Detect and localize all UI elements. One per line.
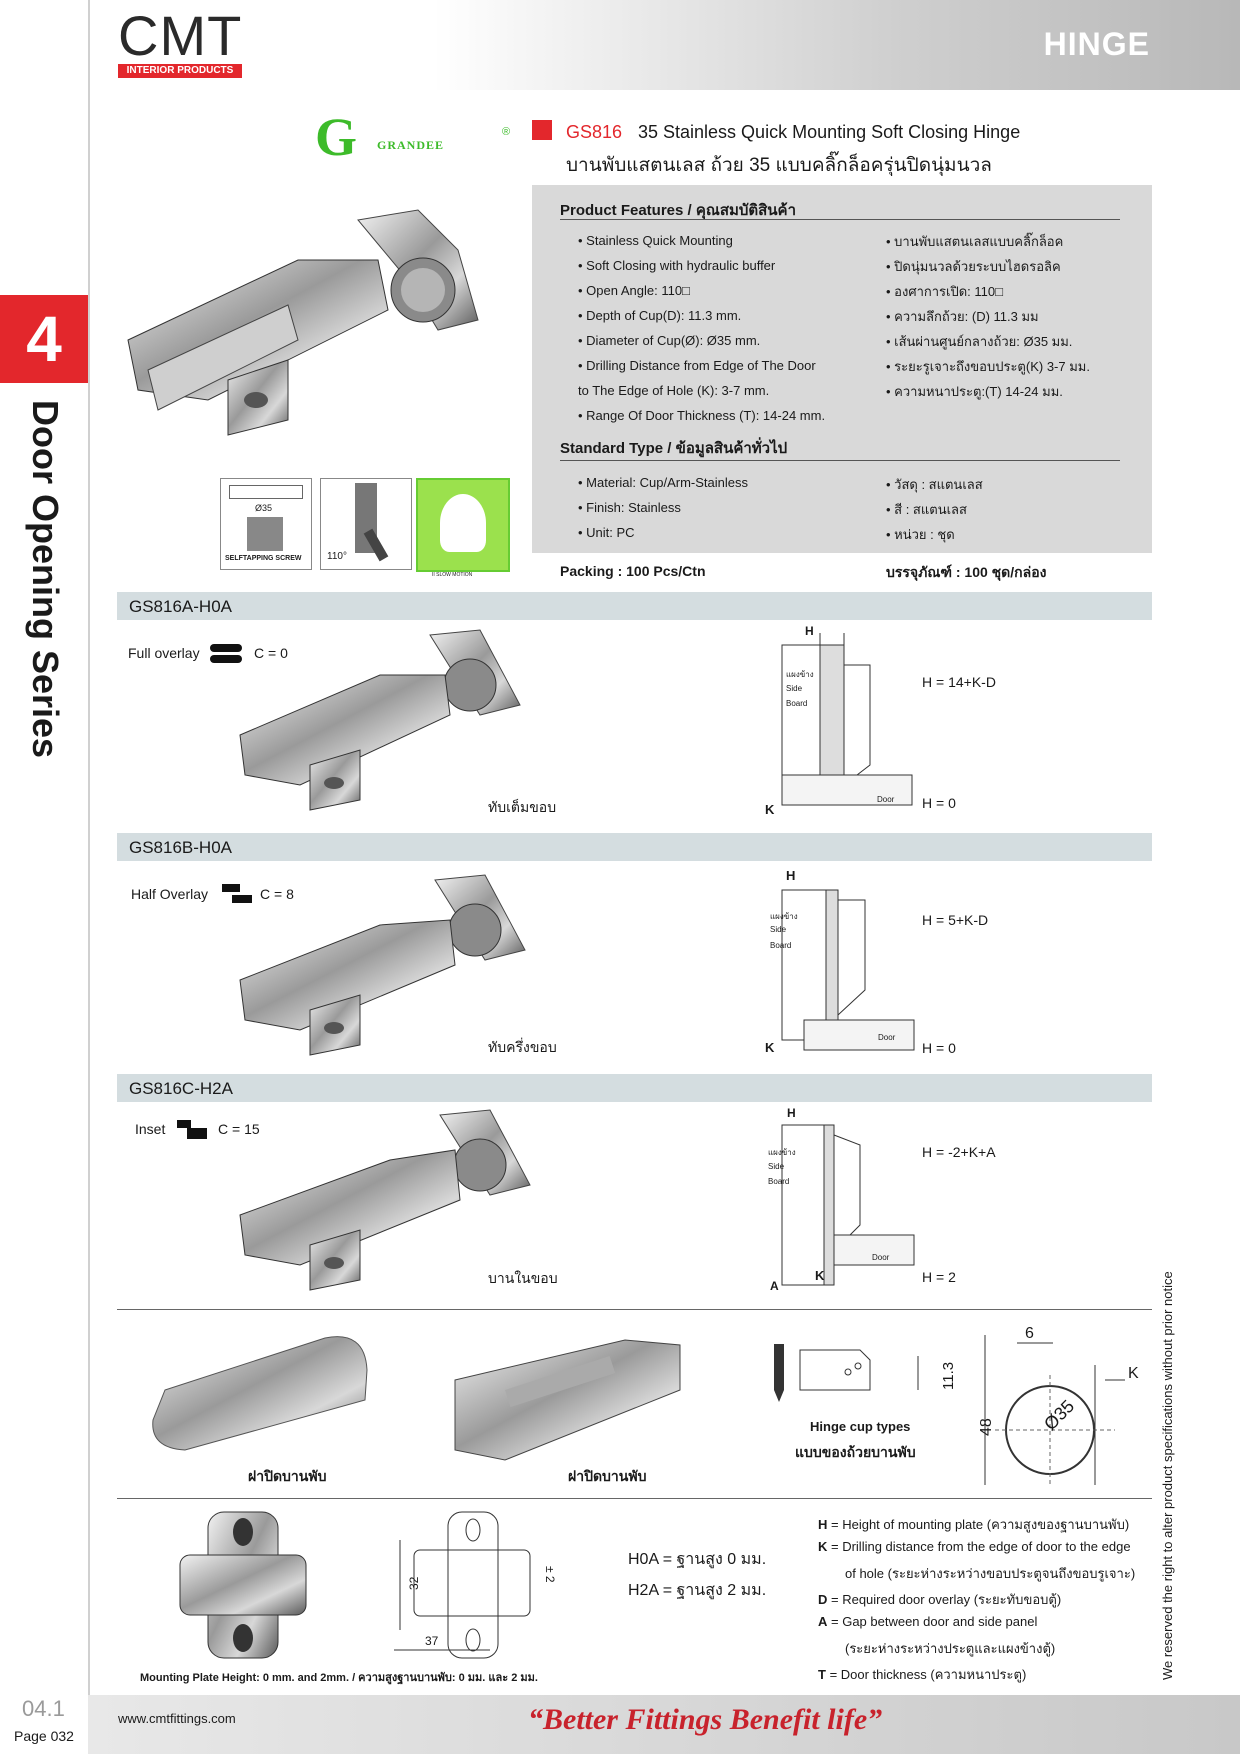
cup-dim-6: 6	[1025, 1325, 1034, 1342]
plate-h0a: H0A = ฐานสูง 0 มม.	[628, 1551, 767, 1568]
variant-a-header: GS816A-H0A	[117, 592, 1152, 620]
hinge-cap-open-image	[454, 1339, 681, 1461]
mounting-caption: Mounting Plate Height: 0 mm. and 2mm. / …	[140, 1672, 538, 1684]
variant-b-c: C = 8	[260, 886, 294, 902]
variant-c-hinge-image	[239, 1109, 531, 1291]
cmt-logo: CMT	[118, 4, 243, 67]
variant-a-k-label: K	[765, 802, 775, 817]
hinge-cap-image	[152, 1336, 368, 1451]
page-number: Page 032	[14, 1728, 74, 1744]
variant-c-k-label: K	[815, 1268, 825, 1283]
cup-depth-dim: 11.3	[940, 1361, 957, 1390]
features-rule	[560, 219, 1120, 220]
cup-type-diagram	[774, 1344, 919, 1402]
variant-a-c: C = 0	[254, 645, 288, 661]
cup-icon: Ø35 SELFTAPPING SCREW	[220, 478, 312, 570]
variant-c-side-th: แผงข้าง	[768, 1148, 796, 1157]
variant-b-h-label: H	[786, 868, 796, 883]
standard-rule	[560, 460, 1120, 461]
left-margin-line	[88, 0, 90, 1754]
hinge-main-image	[127, 209, 479, 436]
plate-h2a: H2A = ฐานสูง 2 มม.	[628, 1582, 767, 1599]
footer-url[interactable]: www.cmtfittings.com	[118, 1711, 236, 1726]
mounting-plate-image	[179, 1511, 307, 1659]
category-title: HINGE	[1043, 26, 1150, 62]
chapter-title: Door Opening Series	[25, 400, 66, 759]
footer-slogan: “Better Fittings Benefit life”	[528, 1703, 883, 1736]
packing-th: บรรจุภัณฑ์ : 100 ชุด/กล่อง	[886, 564, 1047, 580]
variant-c-overlay: Inset	[135, 1121, 166, 1137]
variant-a-th: ทับเต็มขอบ	[488, 799, 557, 815]
standard-heading: Standard Type / ข้อมูลสินค้าทั่วไป	[560, 440, 788, 457]
variant-c-a-label: A	[770, 1279, 779, 1293]
hinge-cap-label-2: ฝาปิดบานพับ	[568, 1468, 647, 1484]
variant-c-formula-1: H = -2+K+A	[922, 1144, 996, 1160]
variant-b-k-label: K	[765, 1040, 775, 1055]
plate-dim-32: 32	[407, 1576, 421, 1590]
variant-c-formula-2: H = 2	[922, 1269, 956, 1285]
product-title-en: 35 Stainless Quick Mounting Soft Closing…	[638, 122, 1021, 142]
title-marker	[532, 120, 552, 140]
variant-b-formula-1: H = 5+K-D	[922, 912, 989, 928]
page-header: CMT INTERIOR PRODUCTS HINGE	[88, 0, 1240, 90]
variant-b-side-th: แผงข้าง	[770, 912, 798, 921]
full-overlay-icon	[210, 644, 242, 664]
plate-dim-37: 37	[425, 1634, 439, 1648]
variant-b-header: GS816B-H0A	[117, 833, 1152, 861]
product-title-th: บานพับแสตนเลส ถ้วย 35 แบบคลิ๊กล็อครุ่นปิ…	[566, 155, 992, 176]
half-overlay-icon	[222, 884, 252, 904]
open-angle-icon: 110°	[320, 478, 412, 570]
variant-a-board: Board	[786, 699, 808, 708]
chapter-number: 4	[0, 295, 88, 383]
packing-en: Packing : 100 Pcs/Ctn	[560, 563, 706, 579]
divider-mounting	[117, 1498, 1152, 1499]
variant-c-h-label: H	[787, 1106, 796, 1120]
variant-a-formula-1: H = 14+K-D	[922, 674, 996, 690]
grandee-logo: G GRANDEE ®	[315, 107, 511, 167]
variant-b-overlay: Half Overlay	[131, 886, 209, 902]
variant-c-header: GS816C-H2A	[117, 1074, 1152, 1102]
variant-c-board: Board	[768, 1177, 790, 1186]
features-heading: Product Features / คุณสมบัติสินค้า	[560, 202, 796, 219]
variant-b-door: Door	[878, 1033, 896, 1042]
product-code: GS816	[566, 122, 623, 142]
variant-b-diagram	[781, 889, 915, 1051]
variant-c-side: Side	[768, 1162, 785, 1171]
cup-dim-48: 48	[978, 1418, 995, 1436]
variant-a-overlay: Full overlay	[128, 645, 200, 661]
variant-a-hinge-image	[239, 629, 521, 811]
variant-a-h-label: H	[805, 624, 814, 638]
features-panel	[532, 185, 1152, 553]
variant-c-diagram	[781, 1124, 915, 1286]
variant-a-side-th: แผงข้าง	[786, 670, 814, 679]
cup-types-en: Hinge cup types	[810, 1419, 911, 1434]
variant-b-hinge-image	[239, 874, 526, 1056]
cup-dim-k: K	[1128, 1365, 1139, 1382]
divider-accessories	[117, 1309, 1152, 1310]
variant-b-formula-2: H = 0	[922, 1040, 956, 1056]
variant-a-door: Door	[877, 795, 895, 804]
variant-a-side: Side	[786, 684, 803, 693]
variant-a-diagram	[781, 633, 913, 806]
page-footer: www.cmtfittings.com “Better Fittings Ben…	[88, 1695, 1240, 1754]
variant-b-th: ทับครึ่งขอบ	[488, 1039, 557, 1055]
variant-c-th: บานในขอบ	[488, 1270, 558, 1286]
cup-hole-diagram	[984, 1335, 1125, 1485]
variant-a-formula-2: H = 0	[922, 795, 956, 811]
variant-b-board: Board	[770, 941, 792, 950]
cup-types-th: แบบของถ้วยบานพับ	[795, 1444, 916, 1460]
variant-b-side: Side	[770, 925, 787, 934]
variant-c-door: Door	[872, 1253, 890, 1262]
soft-close-icon: II SLOW MOTION	[416, 478, 510, 578]
variant-c-c: C = 15	[218, 1121, 260, 1137]
mounting-plate-drawing	[394, 1511, 531, 1659]
page-section-ref: 04.1	[22, 1696, 65, 1721]
disclaimer-note: We reserved the right to alter product s…	[1160, 1271, 1175, 1680]
plate-dim-2: ± 2	[543, 1566, 557, 1583]
cmt-logo-sub: INTERIOR PRODUCTS	[118, 64, 242, 78]
hinge-cap-label-1: ฝาปิดบานพับ	[248, 1468, 327, 1484]
inset-icon	[177, 1120, 207, 1140]
